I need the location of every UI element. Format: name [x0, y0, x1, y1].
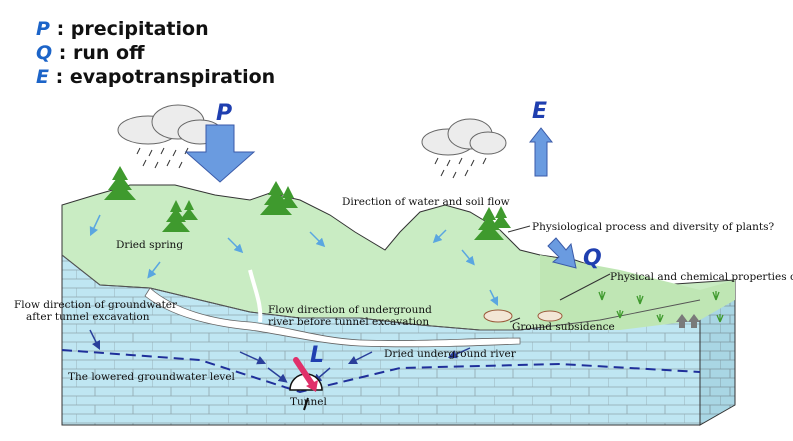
plain-surface [540, 255, 735, 330]
label-physiological: Physiological process and diversity of p… [532, 221, 775, 233]
surface-flow-arrow-7 [489, 289, 499, 307]
subsidence-circles [483, 309, 563, 323]
label-flow-river-1: Flow direction of underground [268, 304, 432, 316]
symbol-l: L [310, 343, 324, 368]
label-flow-gw-2: after tunnel excavation [26, 311, 150, 323]
symbol-e: E [532, 99, 547, 124]
gw-flow-arrow-5 [312, 367, 331, 383]
label-lowered-gw: The lowered groundwater level [68, 371, 236, 383]
legend-evapotranspiration: E : evapotranspiration [36, 66, 275, 88]
surface-flow-arrow-1 [89, 214, 101, 237]
legend-symbol-q: Q [36, 42, 53, 64]
surface-flow-arrow-6 [461, 249, 475, 266]
label-dried-spring: Dried spring [116, 239, 183, 251]
label-tunnel: Tunnel [290, 396, 328, 408]
gw-flow-arrow-1 [89, 329, 101, 351]
label-flow-river-2: river before tunnel excavation [268, 316, 429, 328]
rain-right [434, 157, 487, 179]
rain-left [136, 147, 189, 169]
gw-flow-arrow-4 [347, 351, 373, 365]
grey-up-arrows [676, 314, 700, 328]
legend-runoff: Q : run off [36, 42, 144, 64]
precipitation-arrow [184, 124, 256, 183]
legend-symbol-p: P [36, 18, 50, 40]
tree-cluster-right [474, 206, 511, 240]
surface-flow-arrow-4 [309, 231, 326, 248]
leader-physiological [507, 225, 531, 233]
legend-text-runoff: : run off [58, 42, 145, 64]
symbol-p: P [216, 101, 232, 126]
label-dried-river: Dried underground river [384, 348, 517, 360]
gw-flow-arrow-2 [239, 351, 267, 365]
legend-text-precipitation: : precipitation [56, 18, 209, 40]
gw-flow-arrow-6 [447, 347, 471, 359]
tree-cluster-left [104, 166, 198, 232]
label-physical-chemical: Physical and chemical properties of soil [610, 271, 793, 283]
surface-flow-arrow-2 [147, 261, 161, 279]
leader-subsidence [509, 317, 521, 323]
cloud-right [421, 118, 507, 156]
label-ground-subsidence: Ground subsidence [512, 321, 615, 333]
symbol-q: Q [583, 246, 602, 271]
leader-physical-chemical [559, 273, 611, 301]
legend-symbol-e: E [36, 66, 49, 88]
evapotranspiration-arrow [528, 127, 554, 177]
surface-flow-arrow-3 [227, 237, 244, 254]
tree-cluster-middle [260, 181, 298, 215]
lowered-groundwater-line [61, 349, 701, 394]
label-flow-gw-1: Flow direction of groundwater [14, 299, 178, 311]
surface-flow-arrow-5 [432, 229, 447, 244]
legend-precipitation: P : precipitation [36, 18, 209, 40]
legend-text-evapotranspiration: : evapotranspiration [55, 66, 276, 88]
runoff-arrow [547, 237, 577, 269]
underground-river [144, 287, 521, 348]
gw-flow-arrow-3 [267, 367, 288, 383]
grass-tufts [598, 291, 724, 323]
label-water-soil-flow: Direction of water and soil flow [342, 196, 510, 208]
tunnel [289, 357, 323, 411]
